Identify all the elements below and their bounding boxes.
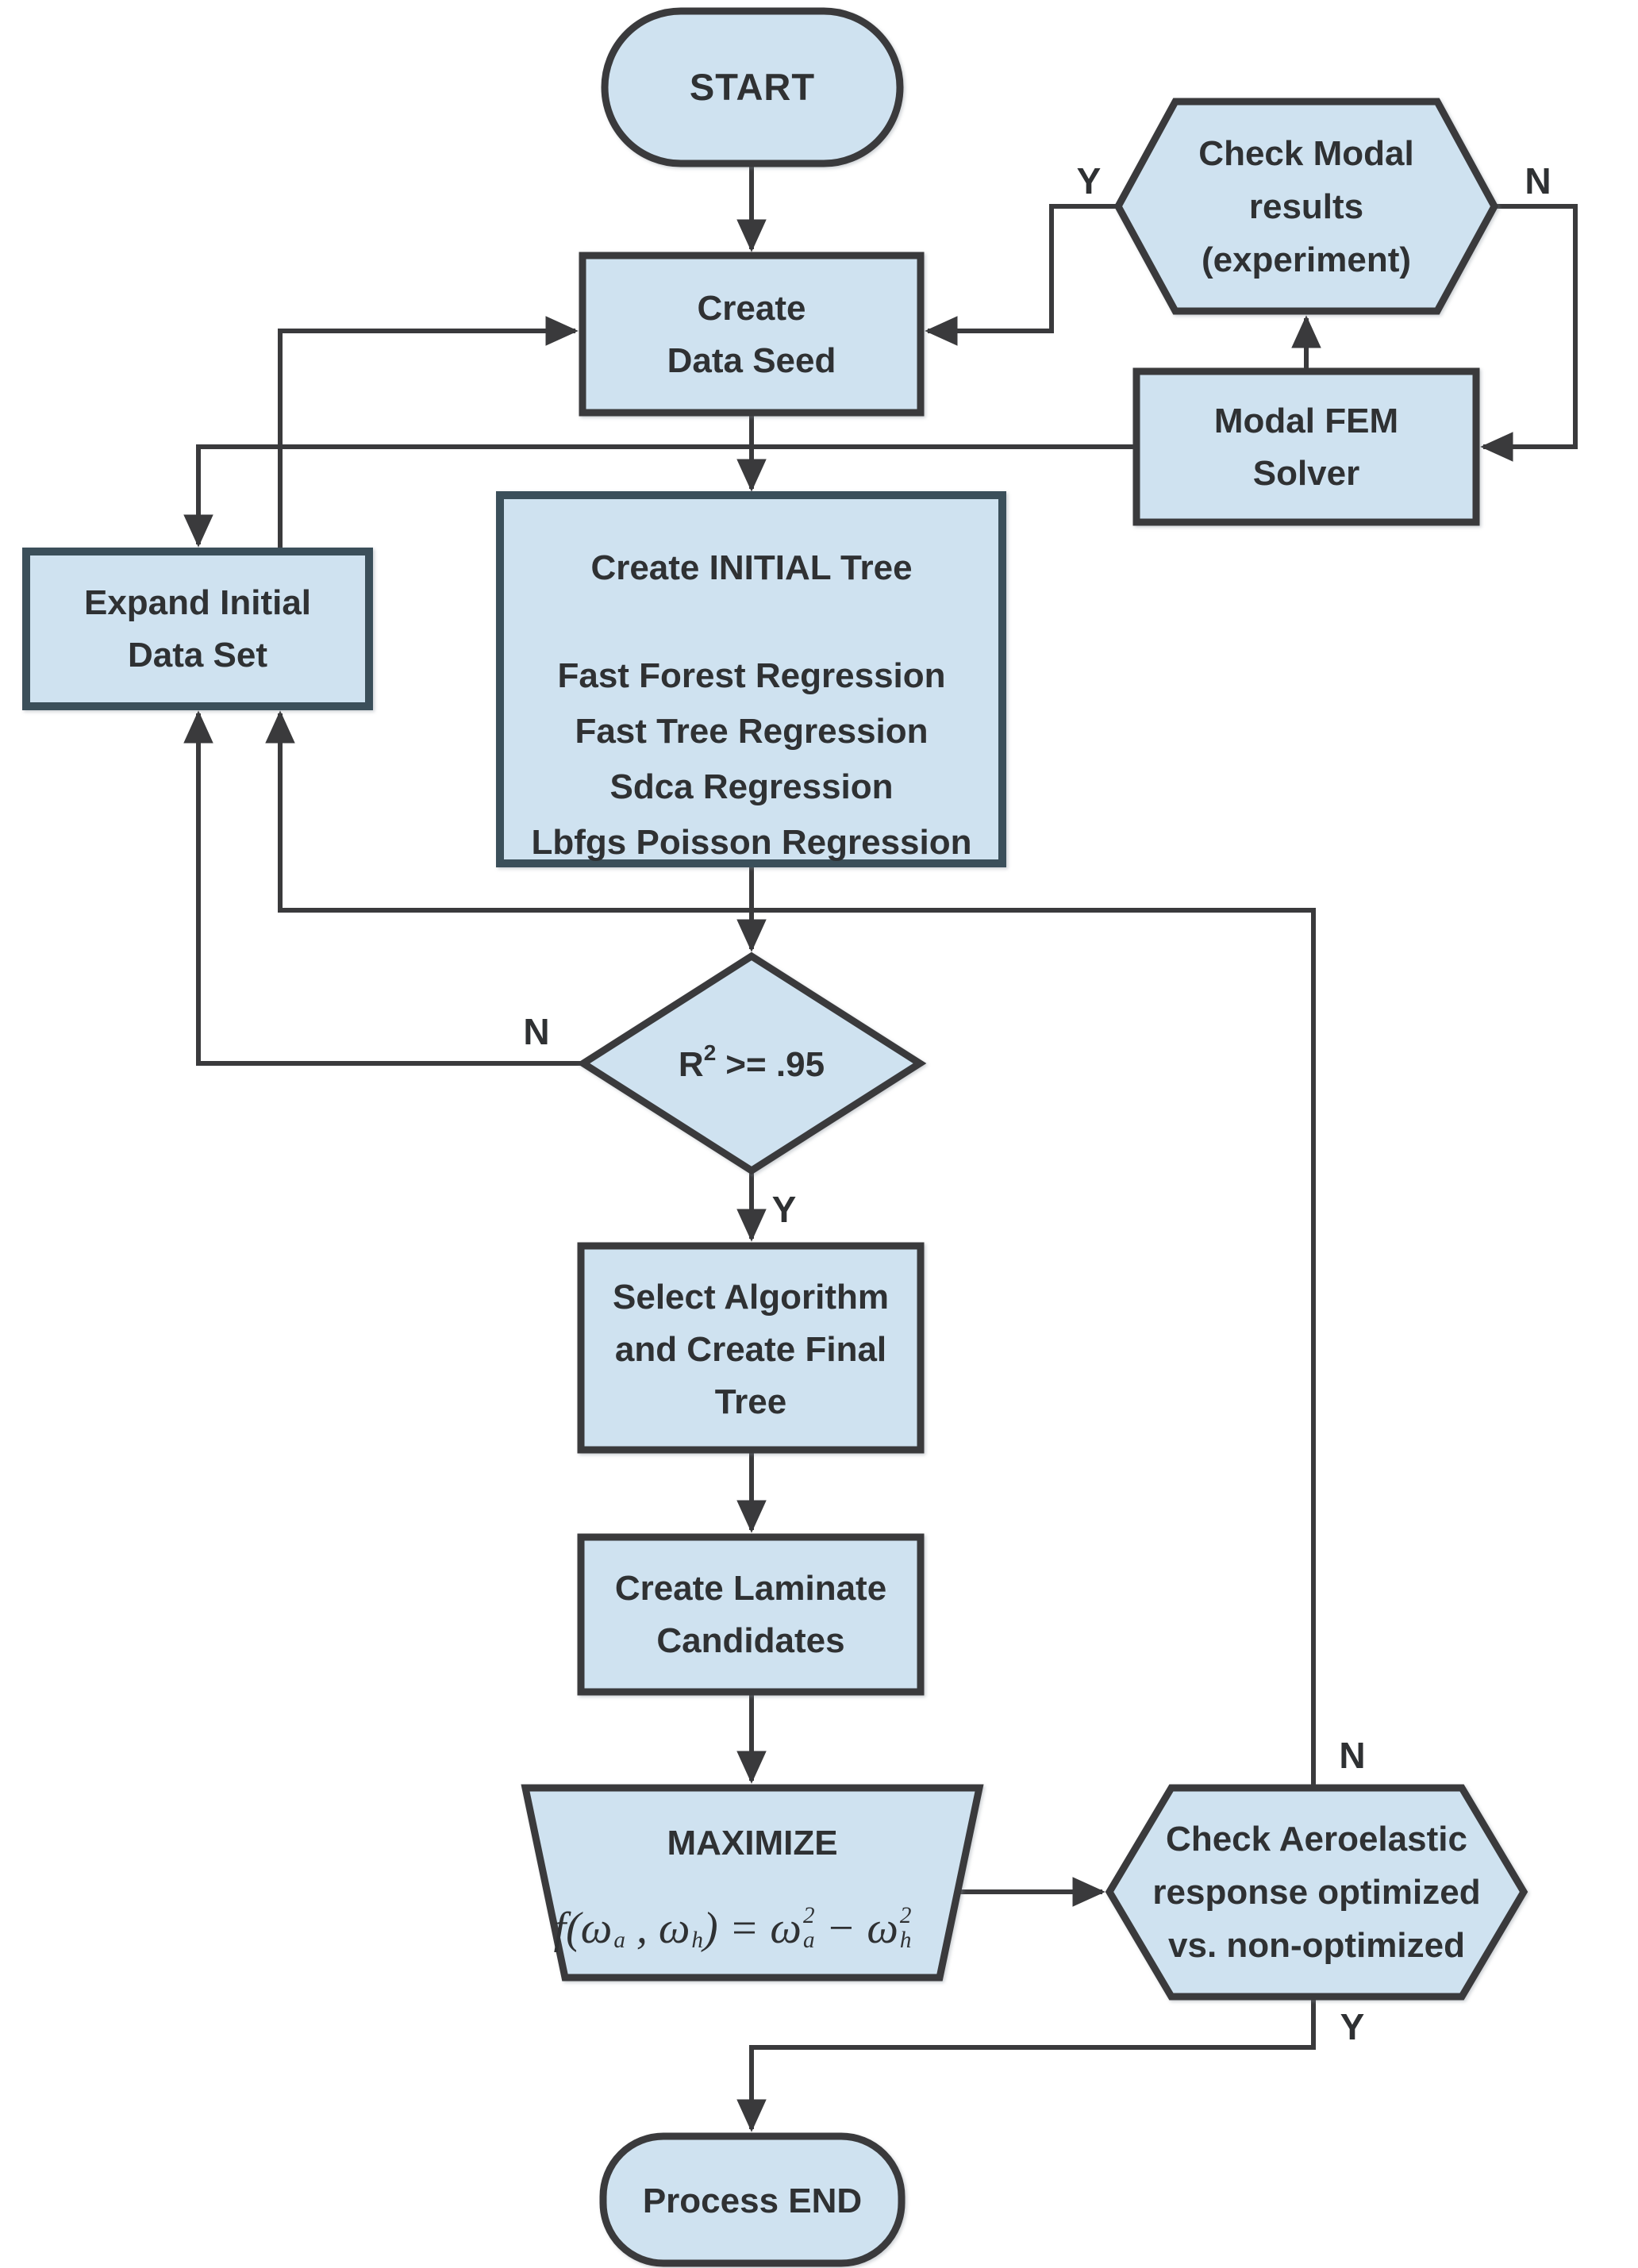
modal-fem-solver-shape: [1132, 367, 1480, 526]
edge-expand-to-data-seed: [278, 316, 579, 552]
initial-tree-title: Create INITIAL Tree: [590, 548, 912, 587]
r2-diamond-shape: [576, 951, 927, 1175]
check-modal-line2: results: [1249, 187, 1363, 226]
select-algorithm-line2: and Create Final: [615, 1330, 886, 1369]
label-r2-no: N: [523, 1011, 549, 1052]
node-create-data-seed: Create Data Seed: [579, 252, 925, 417]
edge-aero-yes-to-process-end: [736, 1997, 1316, 2132]
start-terminator-shape: [601, 7, 904, 167]
edge-modal-check-yes-to-data-seed: [925, 204, 1118, 346]
expand-line1: Expand Initial: [84, 583, 311, 622]
check-modal-hexagon-shape: [1113, 98, 1499, 315]
process-end-label: Process END: [643, 2182, 862, 2220]
edges: [183, 163, 1578, 2132]
edge-fem-to-expand: [183, 444, 1136, 548]
create-laminate-line2: Candidates: [656, 1621, 844, 1660]
node-check-modal-results: Check Modal results (experiment): [1113, 98, 1499, 315]
initial-tree-item2: Fast Tree Regression: [575, 712, 928, 751]
start-label: START: [690, 66, 815, 108]
modal-fem-line1: Modal FEM: [1214, 402, 1398, 440]
initial-tree-item3: Sdca Regression: [609, 767, 893, 806]
node-start: START: [601, 7, 904, 167]
edge-r2-no-to-expand: [183, 710, 583, 1066]
select-algorithm-line3: Tree: [715, 1382, 787, 1421]
select-algorithm-shape: [577, 1242, 925, 1454]
maximize-title: MAXIMIZE: [667, 1824, 837, 1862]
node-maximize: MAXIMIZE: [521, 1784, 984, 1982]
node-create-laminate: Create Laminate Candidates: [577, 1533, 925, 1696]
node-modal-fem-solver: Modal FEM Solver: [1132, 367, 1480, 526]
create-data-seed-shape: [579, 252, 925, 417]
initial-tree-item1: Fast Forest Regression: [557, 656, 945, 695]
edge-labels: Y N N Y N Y: [523, 160, 1551, 2047]
check-modal-line1: Check Modal: [1198, 134, 1413, 173]
node-check-aeroelastic: Check Aeroelastic response optimized vs.…: [1105, 1784, 1528, 2001]
initial-tree-item4: Lbfgs Poisson Regression: [532, 823, 972, 862]
r2-base: R: [679, 1045, 704, 1084]
check-aero-line1: Check Aeroelastic: [1166, 1820, 1467, 1859]
r2-sup: 2: [704, 1040, 717, 1065]
node-expand-data-set: Expand Initial Data Set: [22, 548, 373, 710]
expand-data-set-shape: [22, 548, 373, 710]
create-initial-tree-shape: [496, 491, 1006, 867]
check-aero-line3: vs. non-optimized: [1168, 1926, 1465, 1965]
create-laminate-line1: Create Laminate: [615, 1569, 886, 1608]
process-end-terminator-shape: [599, 2132, 906, 2267]
label-aero-no: N: [1339, 1735, 1365, 1776]
modal-fem-line2: Solver: [1253, 454, 1360, 493]
r2-rest: >= .95: [725, 1045, 825, 1084]
label-check-modal-no: N: [1525, 160, 1551, 202]
label-r2-yes: Y: [772, 1189, 797, 1230]
maximize-trapezoid-shape: [521, 1784, 984, 1982]
create-data-seed-line1: Create: [698, 289, 806, 328]
check-modal-line3: (experiment): [1202, 240, 1411, 279]
check-aero-line2: response optimized: [1152, 1873, 1480, 1912]
expand-line2: Data Set: [128, 636, 267, 675]
create-laminate-shape: [577, 1533, 925, 1696]
r2-label: R2 >= .95: [679, 1040, 825, 1084]
check-aeroelastic-hexagon-shape: [1105, 1784, 1528, 2001]
label-aero-yes: Y: [1340, 2006, 1365, 2047]
node-select-algorithm: Select Algorithm and Create Final Tree: [577, 1242, 925, 1454]
node-create-initial-tree: Create INITIAL Tree Fast Forest Regressi…: [496, 491, 1006, 867]
node-r2-decision: R2 >= .95: [576, 951, 927, 1175]
edge-modal-check-no-to-fem: [1480, 204, 1578, 462]
label-check-modal-yes: Y: [1077, 160, 1102, 202]
edge-aero-no-to-expand: [265, 710, 1316, 1788]
node-process-end: Process END: [599, 2132, 906, 2267]
create-data-seed-line2: Data Seed: [667, 341, 836, 380]
select-algorithm-line1: Select Algorithm: [613, 1278, 889, 1317]
